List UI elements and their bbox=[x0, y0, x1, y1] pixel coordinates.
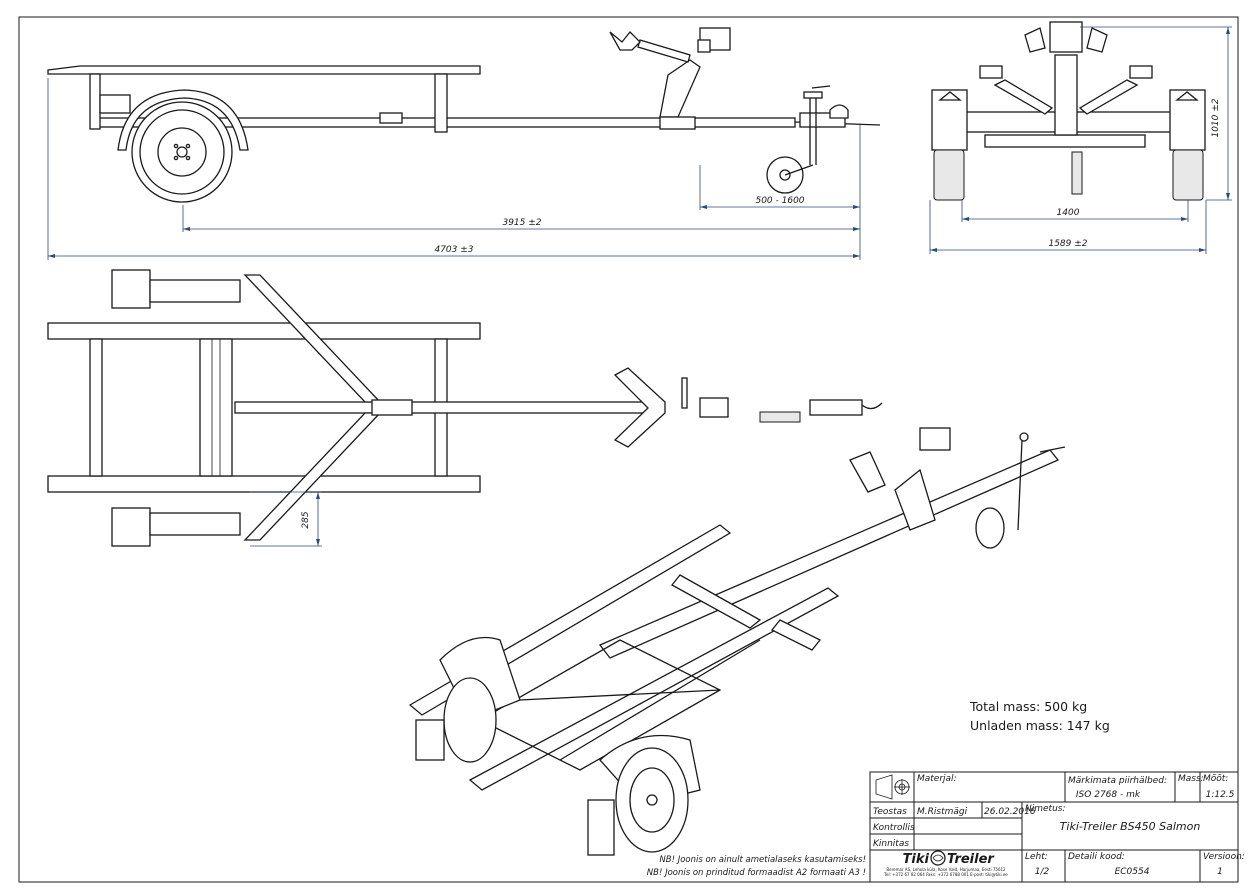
tiki-treiler-logo: Tiki Treiler Beremar AS, Lehola küla, Ko… bbox=[883, 850, 1008, 877]
side-fender bbox=[117, 89, 249, 151]
versioon-label: Versioon: bbox=[1203, 852, 1245, 862]
moot-label: Mõõt: bbox=[1203, 774, 1228, 784]
iso-winch-post bbox=[894, 468, 936, 531]
top-winch-bracket bbox=[613, 367, 666, 448]
leht-value: 1/2 bbox=[1035, 867, 1050, 877]
svg-text:Tiki: Tiki bbox=[903, 852, 930, 867]
leht-label: Leht: bbox=[1025, 852, 1048, 862]
front-left-wheel bbox=[933, 149, 965, 201]
front-jockey-wheel bbox=[1071, 151, 1083, 195]
top-fender-right bbox=[111, 507, 151, 547]
iso-wheel-left bbox=[443, 677, 497, 763]
front-winch-post bbox=[1054, 54, 1078, 136]
mass-label: Mass: bbox=[1178, 774, 1204, 784]
sheet-border bbox=[18, 16, 1239, 883]
markimata-value: ISO 2768 - mk bbox=[1076, 790, 1141, 800]
dim-track-width: 1400 bbox=[1057, 208, 1080, 218]
note-line-2: NB! Joonis on prinditud formaadist A2 fo… bbox=[647, 868, 866, 878]
unladen-mass-label: Unladen mass: 147 kg bbox=[970, 718, 1110, 733]
dim-overall-length: 4703 ±3 bbox=[434, 245, 473, 255]
note-line-1: NB! Joonis on ainult ametialaseks kasuta… bbox=[659, 855, 866, 865]
side-dimensions: 500 - 1600 3915 ±2 4703 ±3 bbox=[47, 78, 861, 260]
top-bunk-right bbox=[47, 475, 481, 493]
versioon-value: 1 bbox=[1217, 867, 1223, 877]
teostas-date: 26.02.2016 bbox=[984, 807, 1036, 817]
total-mass-label: Total mass: 500 kg bbox=[969, 699, 1087, 714]
dim-jockey-range: 500 - 1600 bbox=[755, 196, 804, 206]
kinnitas-label: Kinnitas bbox=[873, 839, 909, 849]
dim-height: 1010 ±2 bbox=[1211, 98, 1221, 137]
materjal-label: Materjal: bbox=[917, 774, 957, 784]
front-right-wheel bbox=[1172, 149, 1204, 201]
dim-axle-to-coupling: 3915 ±2 bbox=[502, 218, 541, 228]
top-bunk-left bbox=[47, 322, 481, 340]
iso-jockey-wheel bbox=[975, 507, 1005, 549]
side-wheel bbox=[131, 101, 233, 203]
nimetus-value: Tiki-Treiler BS450 Salmon bbox=[1060, 820, 1201, 833]
side-view bbox=[47, 27, 881, 203]
side-winch-post bbox=[659, 59, 701, 118]
svg-text:Tel: +372 67 82 064 Faks: +3: Tel: +372 67 82 064 Faks: +372 6788 001 … bbox=[883, 872, 1008, 877]
iso-winch-drum bbox=[919, 427, 951, 451]
iso-drawbar bbox=[598, 449, 1060, 659]
dim-overall-width: 1589 ±2 bbox=[1048, 239, 1087, 249]
front-view bbox=[931, 21, 1206, 201]
title-block: Materjal: Märkimata piirhälbed: ISO 2768… bbox=[869, 771, 1245, 883]
dim-winch-offset: 285 bbox=[301, 511, 311, 528]
front-dimensions: 1400 1589 ±2 1010 ±2 bbox=[929, 26, 1232, 254]
teostas-label: Teostas bbox=[873, 807, 907, 817]
markimata-label: Märkimata piirhälbed: bbox=[1068, 776, 1167, 786]
nimetus-label: Nimetus: bbox=[1025, 804, 1066, 814]
top-fender-left bbox=[111, 269, 151, 309]
top-view bbox=[47, 269, 883, 547]
iso-bunk-right bbox=[468, 587, 840, 791]
isometric-view bbox=[408, 427, 1066, 856]
top-coupling bbox=[809, 399, 863, 416]
kontrollis-label: Kontrollis bbox=[873, 823, 915, 833]
svg-text:Treiler: Treiler bbox=[947, 852, 995, 867]
iso-wheel-right bbox=[615, 747, 689, 853]
detaili-label: Detaili kood: bbox=[1068, 852, 1125, 862]
top-drawbar bbox=[234, 401, 656, 414]
top-dimensions: 285 bbox=[250, 491, 322, 547]
detaili-value: EC0554 bbox=[1115, 867, 1150, 877]
svg-text:Beremar AS, Lehola küla, Kose: Beremar AS, Lehola küla, Kose Vald, Harj… bbox=[886, 867, 1006, 872]
moot-value: 1:12.5 bbox=[1206, 790, 1235, 800]
top-axle-frame bbox=[199, 338, 233, 477]
side-bunk bbox=[47, 65, 481, 75]
projection-symbol-icon bbox=[875, 774, 910, 800]
teostas-name: M.Ristmägi bbox=[917, 807, 968, 817]
